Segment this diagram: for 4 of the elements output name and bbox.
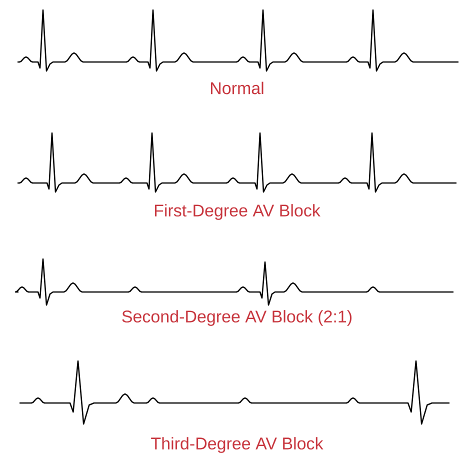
trace-label: First-Degree AV Block <box>154 204 320 220</box>
trace-label: Third-Degree AV Block <box>151 437 324 453</box>
trace-label: Second-Degree AV Block (2:1) <box>122 310 352 326</box>
trace-label: Normal <box>211 82 264 94</box>
